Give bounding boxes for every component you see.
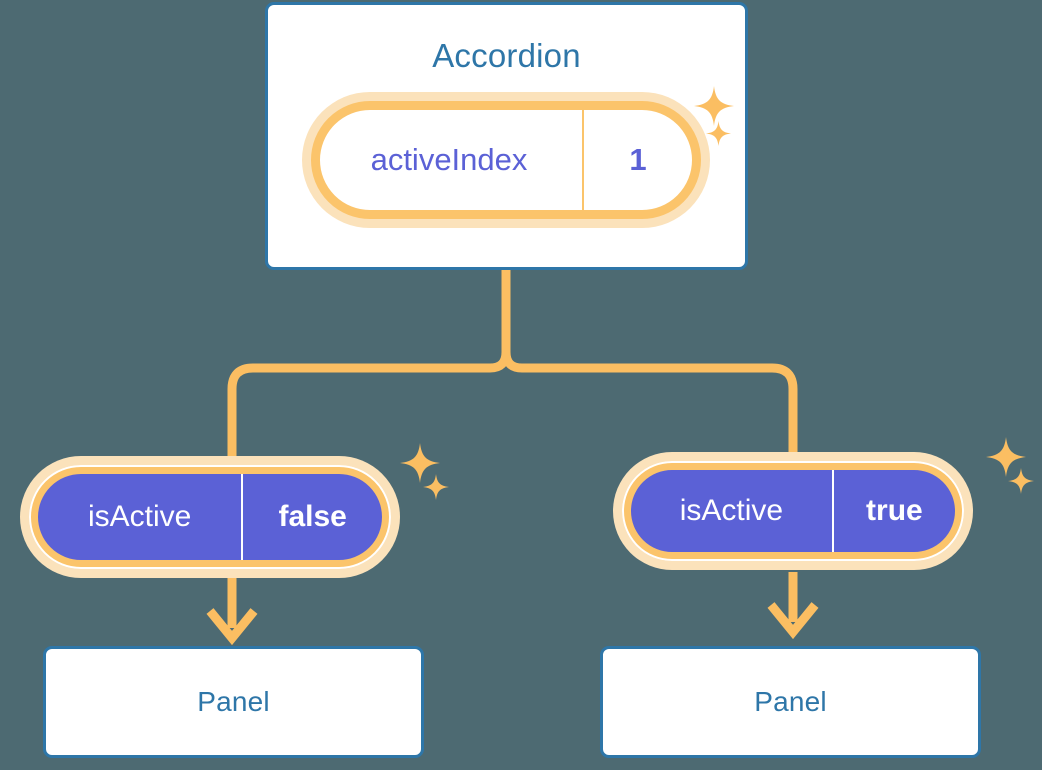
arrowhead-left-panel [206, 608, 258, 646]
panel-component-card-right[interactable]: Panel [600, 646, 981, 758]
state-pill-is-active-true-value: true [831, 470, 955, 552]
state-pill-is-active-true-key: isActive [679, 494, 784, 527]
panel-left-title: Panel [197, 686, 270, 717]
sparkle-icon-left-small [423, 474, 449, 500]
state-pill-is-active-false-key: isActive [87, 500, 192, 533]
sparkle-icon-right-big [986, 437, 1026, 477]
connector-split-to-left-pill [227, 363, 490, 470]
state-pill-active-index[interactable]: activeIndex 1 [311, 101, 701, 219]
accordion-title: Accordion [432, 37, 581, 74]
sparkle-icon-top-small [706, 121, 731, 146]
state-pill-is-active-true[interactable]: isActive true [622, 461, 964, 561]
sparkle-icon-left-big [400, 443, 440, 483]
sparkle-icon-top-big [694, 86, 734, 126]
state-pill-is-active-false[interactable]: isActive false [29, 465, 391, 569]
arrowhead-right-panel [767, 602, 819, 640]
state-pill-active-index-key: activeIndex [370, 142, 528, 177]
state-pill-active-index-value: 1 [582, 110, 692, 210]
panel-component-card-left[interactable]: Panel [43, 646, 424, 758]
panel-right-title: Panel [754, 686, 827, 717]
connector-split-fillet-right [501, 351, 523, 373]
connector-split-to-right-pill [522, 363, 798, 466]
sparkle-icon-right-small [1008, 468, 1034, 494]
state-pill-is-active-false-value: false [241, 474, 382, 560]
